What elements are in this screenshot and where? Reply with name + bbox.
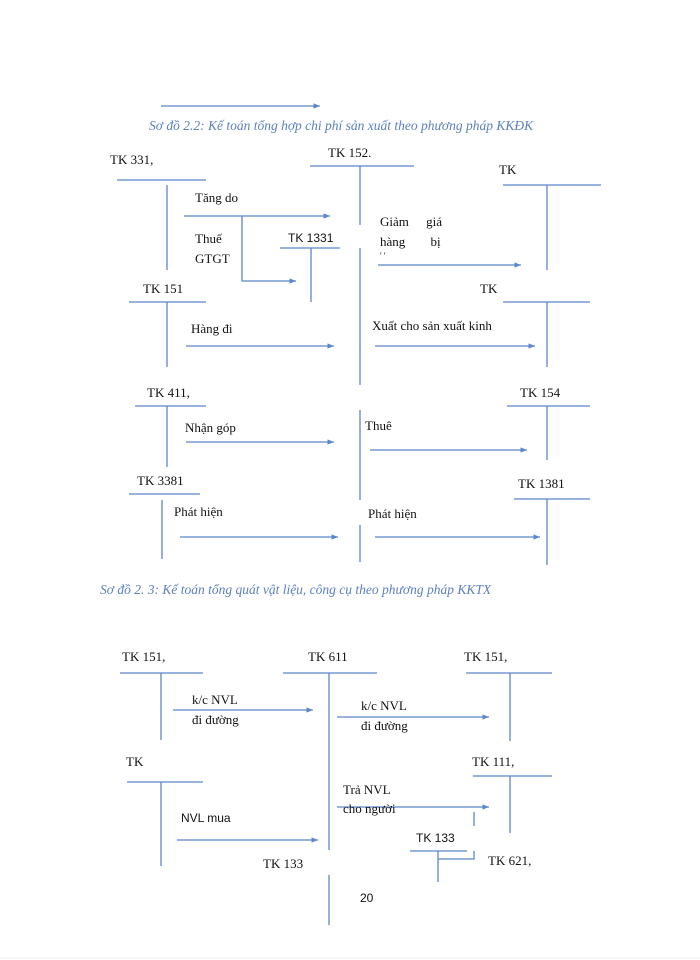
- account-tk111: TK 111,: [472, 754, 515, 769]
- account-tk151: TK 151: [143, 281, 184, 296]
- account-tk-mid-right: TK: [480, 281, 498, 296]
- account-tk151-right: TK 151,: [464, 649, 508, 664]
- label-tra-a: Trả NVL: [343, 782, 391, 797]
- account-tk152: TK 152.: [328, 145, 372, 160]
- label-kc1a: k/c NVL: [192, 692, 238, 707]
- label-phat-hien-right: Phát hiện: [368, 506, 417, 521]
- label-dots: ' ': [380, 251, 386, 261]
- account-tk3381: TK 3381: [137, 473, 184, 488]
- diagram1-caption: Sơ đồ 2.2: Kế toán tổng hợp chi phí sản …: [149, 118, 534, 133]
- label-hang-bi: hàng bị: [380, 234, 441, 249]
- label-kc1b: đi đường: [192, 712, 239, 727]
- label-nvl-mua: NVL mua: [181, 811, 231, 825]
- label-gtgt: GTGT: [195, 251, 230, 266]
- account-tk611: TK 611: [308, 649, 348, 664]
- account-tk154: TK 154: [520, 385, 561, 400]
- account-tk1331: TK 1331: [288, 231, 334, 245]
- label-thue: Thuế: [195, 231, 222, 246]
- page-number: 20: [360, 891, 374, 905]
- account-tk1381: TK 1381: [518, 476, 565, 491]
- diagram2-caption: Sơ đồ 2. 3: Kế toán tổng quát vật liệu, …: [100, 582, 492, 597]
- account-tk-top-right: TK: [499, 162, 517, 177]
- label-thue2: Thuê: [365, 418, 392, 433]
- label-nhan-gop: Nhận góp: [185, 420, 236, 435]
- label-xuat-cho: Xuất cho sản xuất kinh: [372, 318, 492, 333]
- label-phat-hien-left: Phát hiện: [174, 504, 223, 519]
- label-giam-gia: Giảm giá: [380, 214, 443, 229]
- account-tk331: TK 331,: [110, 152, 154, 167]
- account-tk-left: TK: [126, 754, 144, 769]
- account-tk151-left: TK 151,: [122, 649, 166, 664]
- account-tk621: TK 621,: [488, 853, 532, 868]
- label-hang-di: Hàng đi: [191, 321, 233, 336]
- label-kc2a: k/c NVL: [361, 698, 407, 713]
- label-tang-do: Tăng do: [195, 190, 238, 205]
- account-tk133-small: TK 133: [416, 831, 455, 845]
- account-tk133: TK 133: [263, 856, 304, 871]
- label-kc2b: đi đường: [361, 718, 408, 733]
- label-tra-b: cho người: [343, 801, 396, 816]
- account-tk411: TK 411,: [147, 385, 190, 400]
